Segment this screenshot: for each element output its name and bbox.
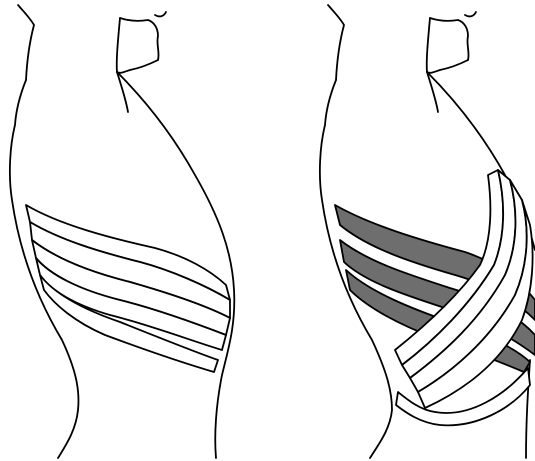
right-chin-line <box>430 18 469 60</box>
left-collar-line <box>117 60 158 73</box>
left-ear-mark <box>155 12 166 16</box>
right-ear-mark <box>465 12 476 16</box>
left-panel <box>10 5 234 458</box>
right-panel <box>320 5 535 458</box>
left-arm-upper-line <box>18 5 34 80</box>
right-collar-line <box>427 60 468 73</box>
left-neck-line <box>117 18 120 72</box>
right-arm-upper-line <box>328 5 344 80</box>
right-neck-line <box>427 18 430 72</box>
left-band-set <box>26 205 230 372</box>
left-chin-line <box>120 18 159 60</box>
